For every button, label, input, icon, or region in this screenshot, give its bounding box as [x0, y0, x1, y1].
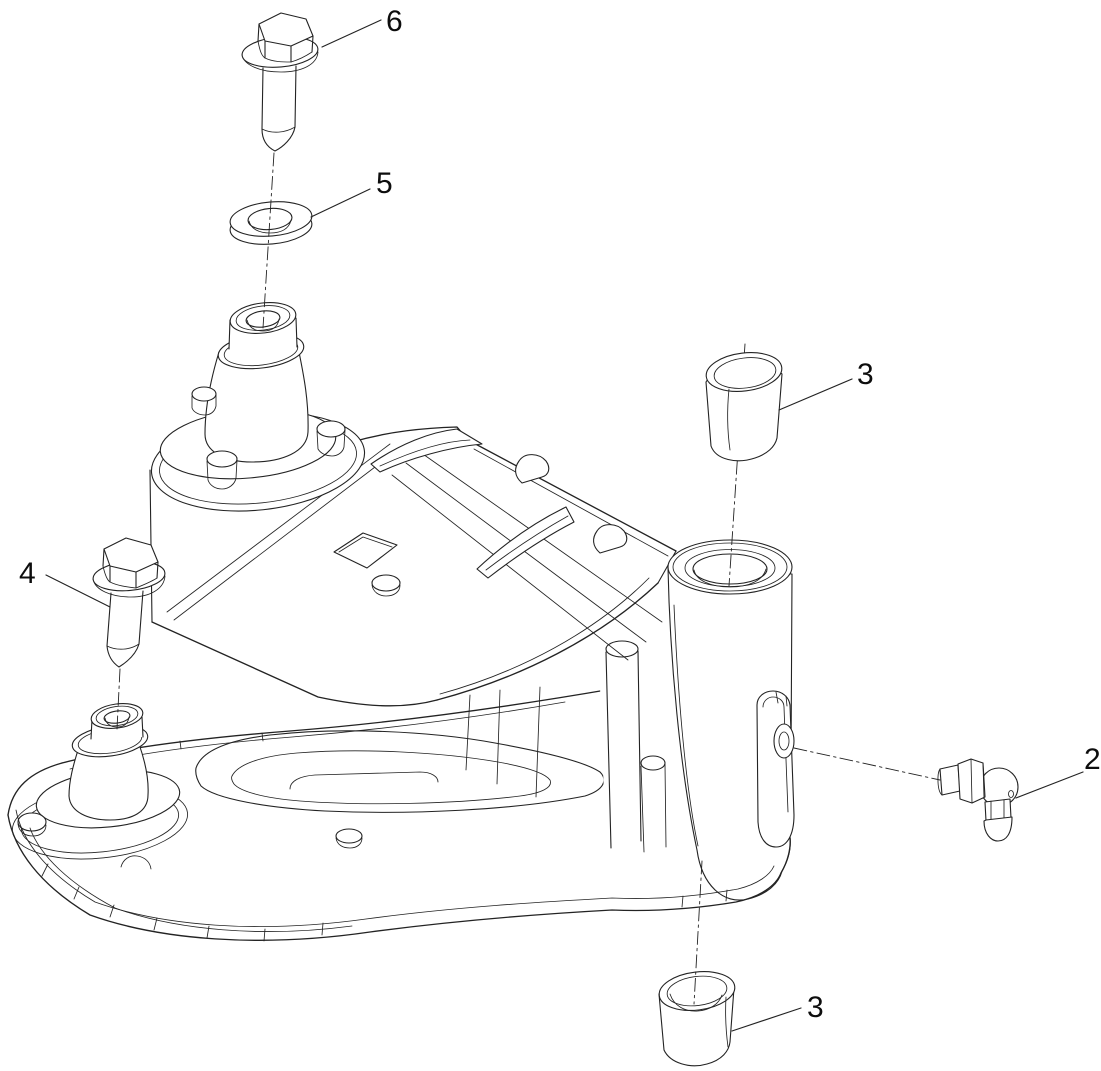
callout-2-leader	[1015, 771, 1084, 799]
callout-4-label: 4	[19, 557, 36, 590]
callout-2-label: 2	[1084, 743, 1101, 776]
callout-3-lower-leader	[731, 1007, 802, 1032]
centerline-bolt-4	[116, 668, 121, 730]
flange-bolt-item-6	[241, 12, 319, 152]
centerline-bushing-lower	[693, 860, 703, 1005]
flat-washer-item-5	[229, 201, 313, 245]
centerline-bolt-6	[262, 152, 275, 329]
callout-5-label: 5	[376, 167, 393, 200]
bushing-item-3-lower	[658, 971, 736, 1067]
callout-4-leader	[45, 574, 111, 608]
callout-3-lower-label: 3	[807, 991, 824, 1024]
callout-6-label: 6	[386, 5, 403, 38]
flange-bolt-item-4	[92, 537, 166, 668]
bushing-item-3-upper	[705, 352, 783, 462]
callout-3-upper-label: 3	[857, 358, 874, 391]
centerline-grease-fitting	[793, 747, 941, 781]
callout-3-upper-leader	[778, 378, 853, 411]
callout-5-leader	[310, 188, 371, 218]
arm-assembly-body	[7, 302, 795, 943]
grease-fitting-item-2	[937, 758, 1019, 842]
callout-6-leader	[321, 19, 382, 48]
